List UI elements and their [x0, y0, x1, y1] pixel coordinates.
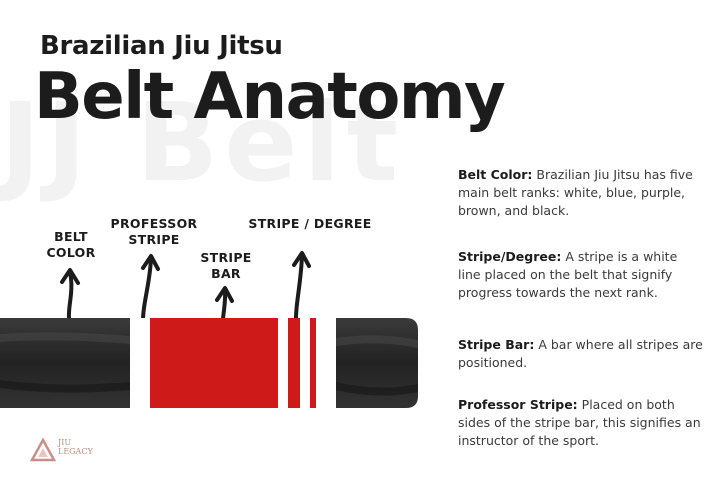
desc-stripe-degree-text: A stripe is a white line placed on the b… [458, 249, 678, 300]
professor-stripe-right [316, 318, 336, 408]
professor-stripe-left [130, 318, 150, 408]
desc-belt-color: Belt Color: Brazilian Jiu Jitsu has five… [458, 166, 703, 220]
desc-belt-color-text: Brazilian Jiu Jitsu has five main belt r… [458, 167, 693, 218]
desc-professor-stripe-term: Professor Stripe: [458, 397, 578, 412]
callout-belt-color-line1: BELT [54, 229, 88, 244]
desc-professor-stripe: Professor Stripe: Placed on both sides o… [458, 396, 703, 450]
callout-professor-stripe-line1: PROFESSOR [110, 216, 198, 231]
watermark-text: JJ Belt [0, 84, 405, 204]
callout-professor-stripe-line2: STRIPE [128, 232, 180, 247]
callout-stripe-bar-line1: STRIPE [200, 250, 252, 265]
jiu-legacy-logo-icon [30, 438, 56, 462]
callout-professor-stripe: PROFESSOR STRIPE [106, 216, 202, 248]
desc-belt-color-term: Belt Color: [458, 167, 533, 182]
callout-stripe-degree: STRIPE / DEGREE [246, 216, 374, 232]
callout-belt-color: BELT COLOR [38, 229, 104, 261]
desc-stripe-bar-term: Stripe Bar: [458, 337, 535, 352]
logo-line2: LEGACY [58, 447, 93, 456]
callout-stripe-degree-label: STRIPE / DEGREE [248, 216, 372, 231]
stripe-degree-2 [300, 318, 310, 408]
desc-stripe-bar-text: A bar where all stripes are positioned. [458, 337, 703, 370]
callout-belt-color-line2: COLOR [46, 245, 96, 260]
callout-stripe-bar: STRIPE BAR [198, 250, 254, 282]
arrow-belt-color-icon [60, 268, 80, 320]
desc-stripe-bar: Stripe Bar: A bar where all stripes are … [458, 336, 703, 372]
logo-wordmark: JIU LEGACY [58, 438, 93, 456]
belt-black-left [0, 318, 130, 408]
callout-stripe-bar-line2: BAR [211, 266, 241, 281]
desc-professor-stripe-text: Placed on both sides of the stripe bar, … [458, 397, 701, 448]
page-subtitle: Brazilian Jiu Jitsu [40, 31, 283, 61]
desc-stripe-degree: Stripe/Degree: A stripe is a white line … [458, 248, 703, 302]
page-title: Belt Anatomy [34, 60, 506, 134]
logo-line1: JIU [58, 438, 72, 447]
stripe-degree-1 [278, 318, 288, 408]
desc-stripe-degree-term: Stripe/Degree: [458, 249, 562, 264]
